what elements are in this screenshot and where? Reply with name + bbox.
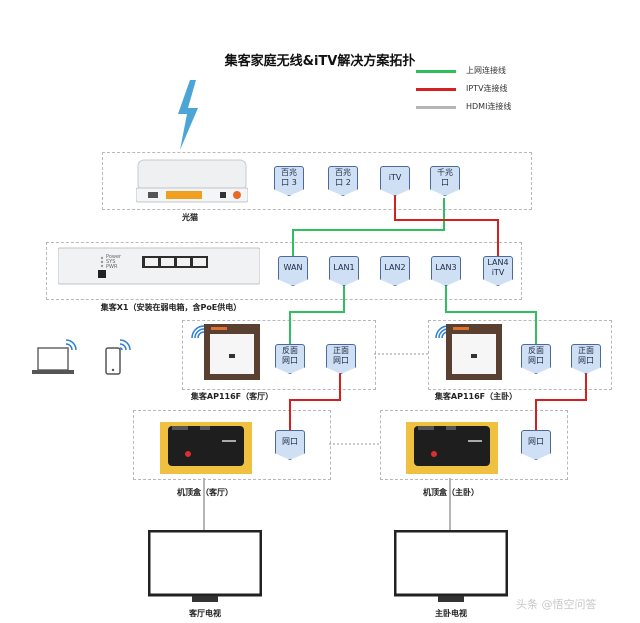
ap-master-caption: 集客AP116F（主卧）	[434, 392, 518, 401]
laptop-icon	[32, 339, 77, 374]
tv-living	[148, 530, 262, 602]
stb-master-caption: 机顶盒（主卧）	[423, 488, 479, 497]
ap-living-group	[182, 320, 376, 390]
phone-icon	[105, 339, 131, 375]
ap-living-back-port: 反面 网口	[275, 344, 305, 374]
stb-living	[160, 422, 252, 474]
ap-master-panel	[446, 324, 502, 380]
router-x1	[57, 246, 261, 286]
router-port-lan3: LAN3	[431, 256, 461, 286]
ap-master-group	[428, 320, 612, 390]
link-ap2-to-stb2	[535, 370, 587, 430]
legend-line-iptv	[416, 88, 456, 91]
stb-master-lan-port: 网口	[521, 430, 551, 460]
router-port-lan4-itv: LAN4 iTV	[483, 256, 513, 286]
link-modem-gig-to-wan	[292, 198, 445, 256]
legend-line-internet	[416, 70, 456, 73]
stb-master-group	[380, 410, 568, 480]
ap-living-front-port: 正面 网口	[326, 344, 356, 374]
router-caption: 集客X1（安装在弱电箱，含PoE供电）	[100, 303, 242, 312]
router-group	[46, 242, 522, 300]
tv-living-caption: 客厅电视	[189, 609, 221, 618]
modem-port-gigabit: 千兆 口	[430, 166, 460, 196]
legend-label-iptv: IPTV连接线	[466, 84, 508, 93]
router-led-sys: SYS	[106, 259, 116, 265]
legend-line-hdmi	[416, 106, 456, 109]
ap-living-panel	[204, 324, 260, 380]
modem-port-100m-3: 百兆 口 3	[274, 166, 304, 196]
stb-living-group	[133, 410, 331, 480]
tv-master-caption: 主卧电视	[435, 609, 467, 618]
ap-master-front-port: 正面 网口	[571, 344, 601, 374]
link-modem-itv-to-lan4	[394, 194, 499, 258]
router-led-power: Power	[106, 254, 122, 260]
legend-label-hdmi: HDMI连接线	[466, 102, 512, 111]
tv-master	[394, 530, 508, 602]
modem-group	[102, 152, 532, 210]
router-led-pwr: PWR	[106, 264, 118, 270]
link-lan1-to-ap1	[289, 284, 345, 344]
router-port-lan1: LAN1	[329, 256, 359, 286]
ap-living-caption: 集客AP116F（客厅）	[190, 392, 274, 401]
lightning-icon	[178, 80, 198, 150]
optical-modem	[135, 158, 249, 204]
modem-port-100m-2: 百兆 口 2	[328, 166, 358, 196]
diagram-title: 集客家庭无线&iTV解决方案拓扑	[224, 54, 416, 69]
stb-master	[406, 422, 498, 474]
stb-living-caption: 机顶盒（客厅）	[177, 488, 233, 497]
modem-caption: 光猫	[182, 213, 198, 222]
watermark: 头条 @悟空问答	[516, 598, 597, 611]
ap-master-back-port: 反面 网口	[521, 344, 551, 374]
wifi-icon	[191, 325, 205, 339]
router-port-lan2: LAN2	[380, 256, 410, 286]
modem-port-itv: iTV	[380, 166, 410, 196]
legend-label-internet: 上网连接线	[466, 66, 506, 75]
router-port-wan: WAN	[278, 256, 308, 286]
link-lan3-to-ap2	[445, 284, 537, 344]
link-ap1-to-stb1	[289, 370, 341, 430]
stb-living-lan-port: 网口	[275, 430, 305, 460]
